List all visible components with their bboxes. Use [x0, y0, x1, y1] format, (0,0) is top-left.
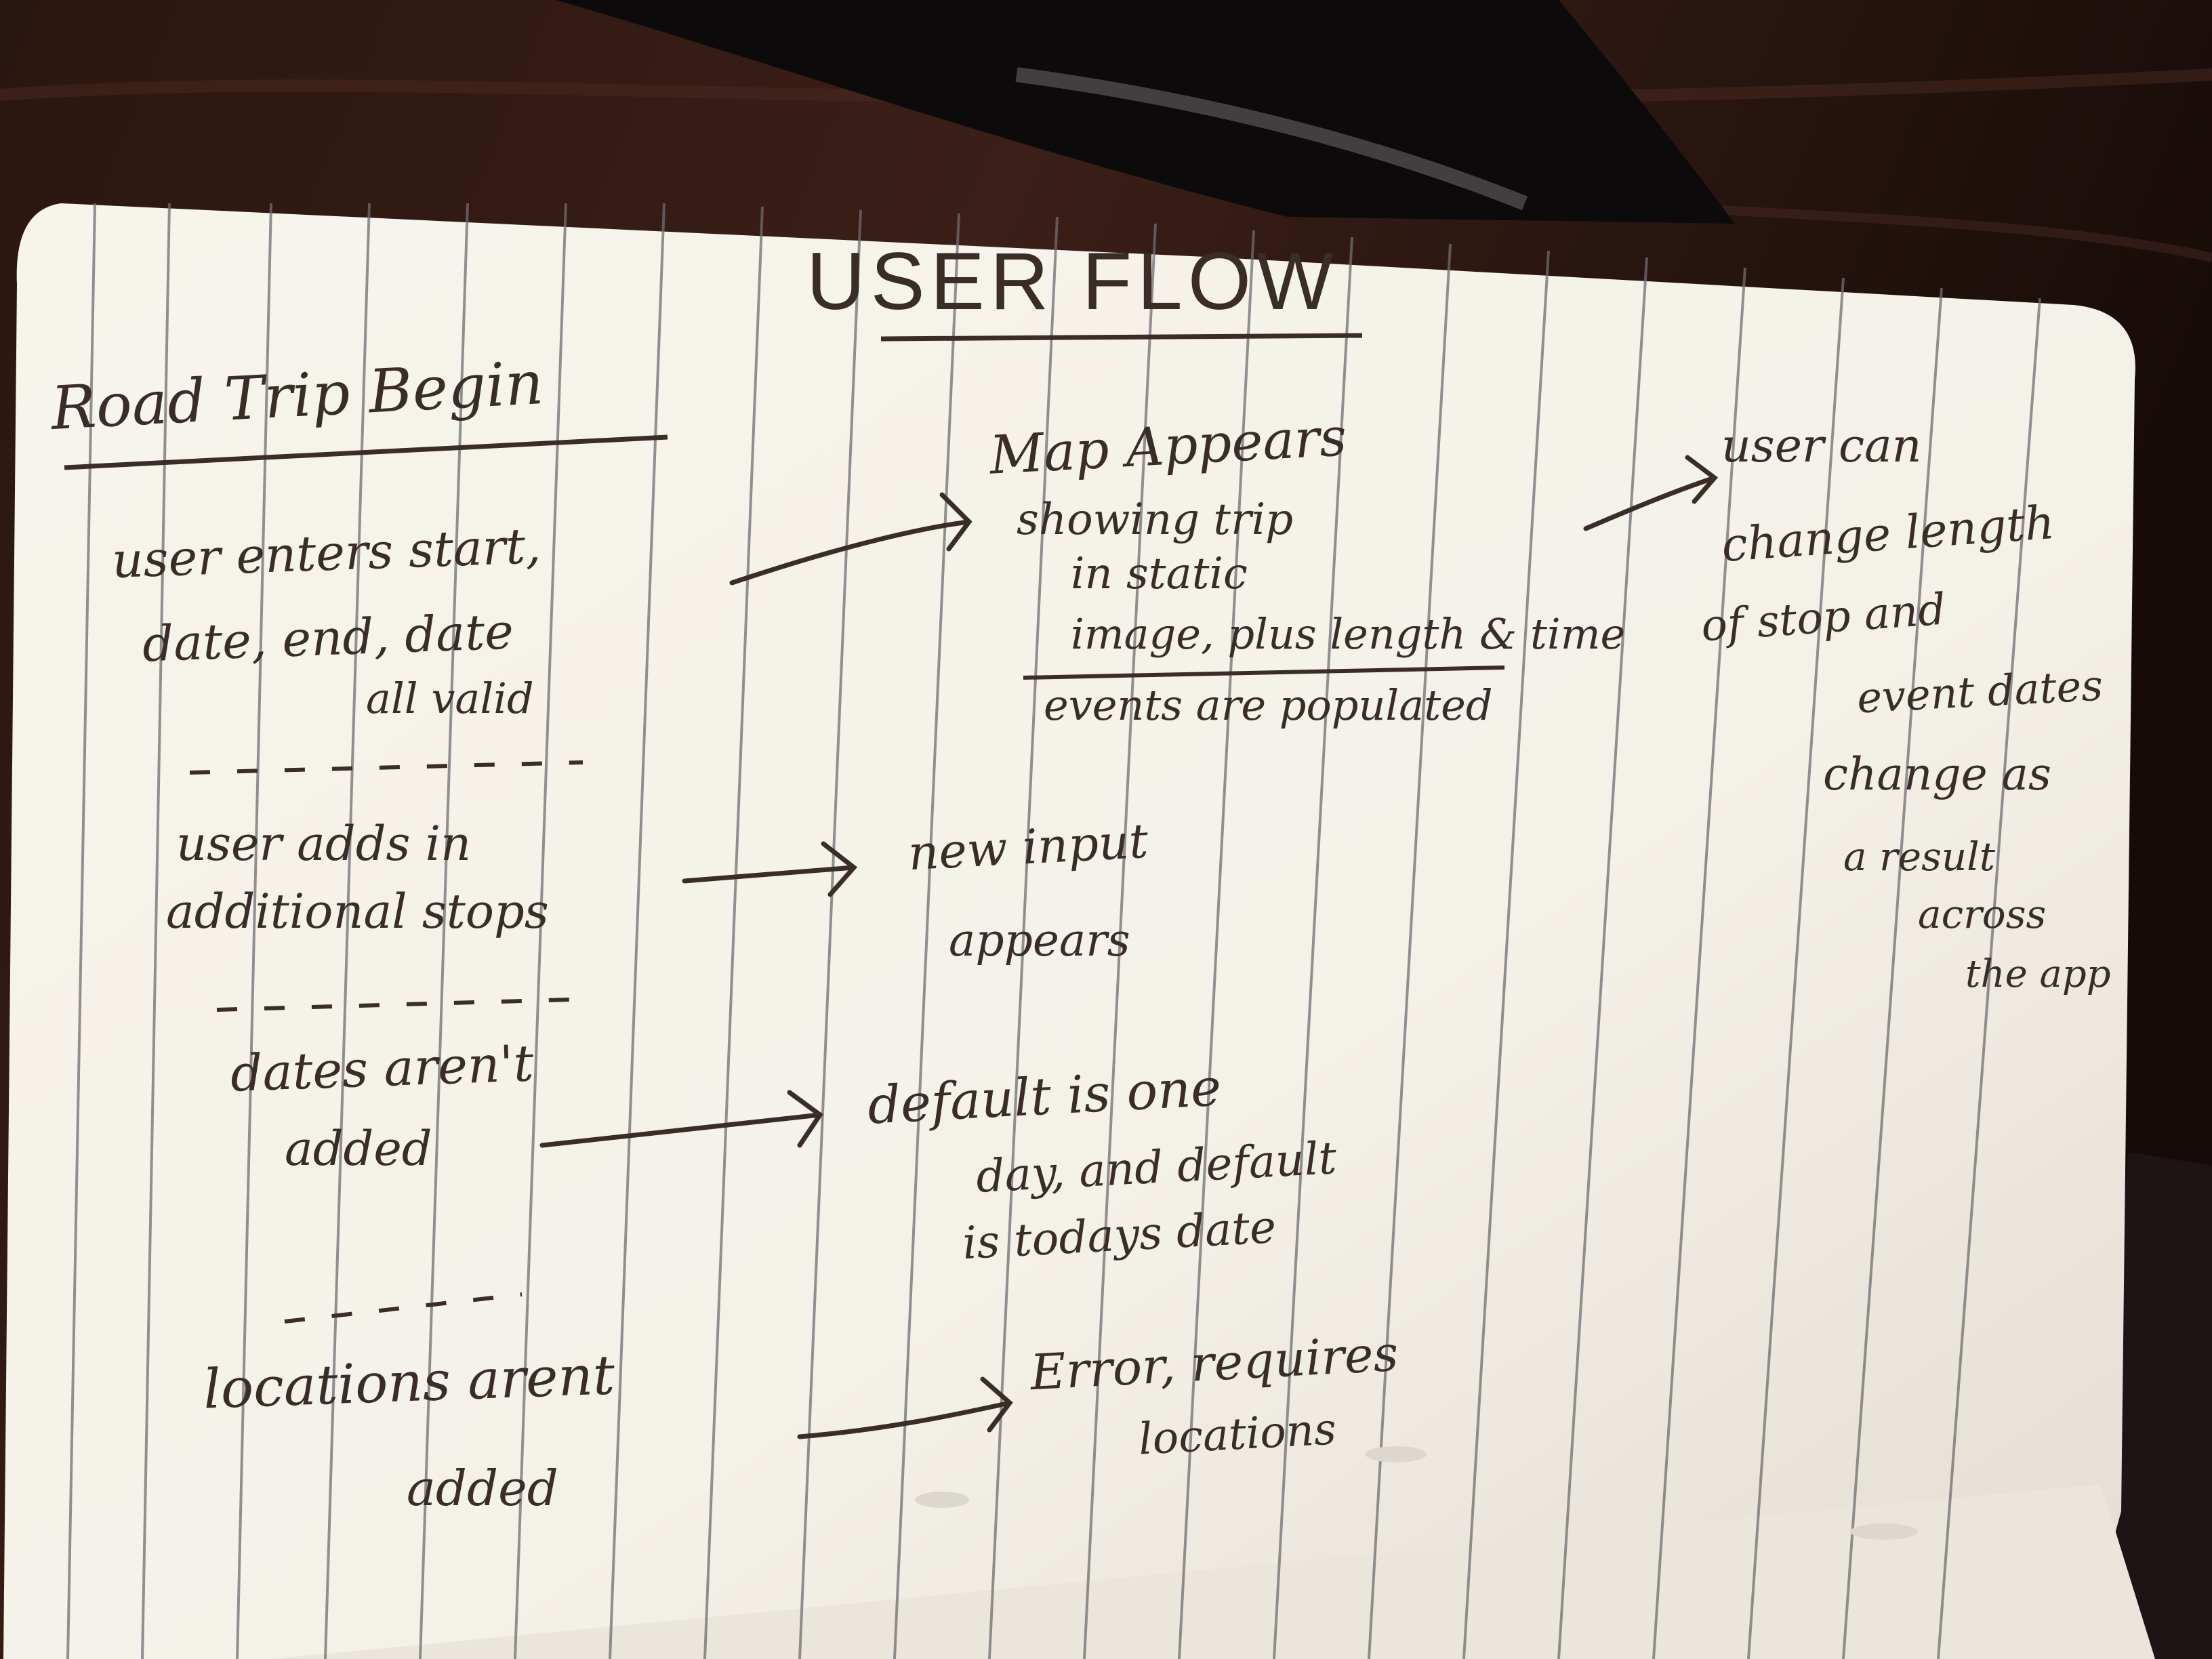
wood-grain	[0, 68, 2212, 106]
binding-threads	[915, 1446, 1918, 1540]
scenario-3-trigger-line-2: added	[285, 1121, 432, 1176]
arrow-4	[797, 1376, 1013, 1439]
title-underline	[880, 333, 1363, 342]
flow-arrows	[539, 455, 1719, 1439]
followup-line-7: across	[1918, 891, 2047, 937]
heading-underline	[64, 434, 668, 470]
arrow-5	[1583, 455, 1719, 531]
scenario-1-trigger-line-3: all valid	[366, 674, 534, 723]
dashed-separators	[189, 760, 583, 1324]
scenario-4-trigger-line-2: added	[407, 1460, 558, 1517]
page-title: USER FLOW	[806, 236, 1339, 327]
scenario-2-result-line-1: new input	[907, 813, 1150, 882]
scenario-1-trigger-line-2: date, end, date	[141, 602, 515, 673]
followup-line-8: the app	[1965, 952, 2111, 996]
cover-highlight	[1015, 67, 1528, 211]
scenario-4-result-line-2: locations	[1137, 1404, 1338, 1465]
notebook-page	[3, 203, 2135, 1659]
scenario-1-result-line-3: in static	[1071, 549, 1248, 599]
followup-line-5: change as	[1823, 748, 2051, 800]
followup-line-1: user can	[1721, 419, 1922, 473]
arrow-3	[539, 1090, 823, 1148]
scenario-4-trigger-line-1: locations arent	[202, 1343, 616, 1421]
result-divider	[1023, 665, 1505, 680]
scenario-3-trigger-line-1: dates aren't	[229, 1034, 535, 1103]
scenario-1-trigger-line-1: user enters start,	[110, 516, 542, 590]
arrow-1	[729, 492, 972, 586]
scenario-1-result-line-5: events are populated	[1044, 680, 1493, 730]
arrow-2	[682, 841, 858, 897]
scenario-2-trigger-line-1: user adds in	[176, 816, 472, 872]
scenario-1-result-line-2: showing trip	[1017, 495, 1294, 545]
scenario-2-trigger-line-2: additional stops	[166, 884, 549, 939]
scenario-2-result-line-2: appears	[949, 914, 1130, 966]
next-page	[271, 1484, 2155, 1659]
followup-line-6: a result	[1843, 834, 1996, 880]
followup-line-4: event dates	[1856, 660, 2104, 723]
scenario-1-result-line-4: image, plus length & time	[1071, 609, 1626, 659]
